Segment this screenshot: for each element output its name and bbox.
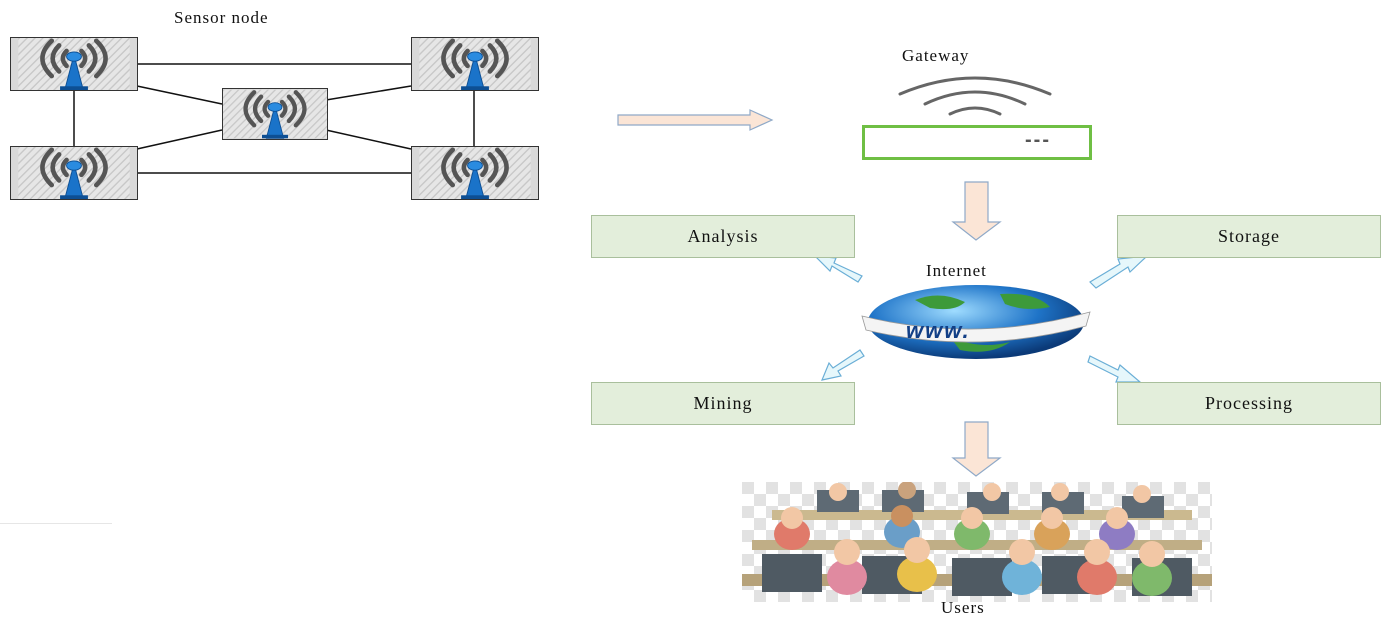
router-icon: --- <box>862 125 1092 160</box>
divider-line <box>0 523 112 524</box>
processing-box: Processing <box>1117 382 1381 425</box>
arrow-to-storage <box>1089 255 1149 289</box>
arrow-gateway-to-internet <box>951 181 1002 241</box>
globe-icon: www. <box>861 285 1091 359</box>
mining-box: Mining <box>591 382 855 425</box>
sensor-node-top-right <box>411 37 539 91</box>
arrow-to-mining <box>821 349 865 381</box>
sensor-node-top-left <box>10 37 138 91</box>
users-at-computers-illustration <box>742 482 1212 602</box>
sensor-node-bottom-right <box>411 146 539 200</box>
internet-label: Internet <box>926 261 987 280</box>
sensor-node-center <box>222 88 328 140</box>
sensor-node-title: Sensor node <box>174 8 269 27</box>
storage-box: Storage <box>1117 215 1381 258</box>
gateway-display: --- <box>1025 129 1051 151</box>
wifi-signal-icon <box>898 76 1052 116</box>
arrow-to-analysis <box>813 255 863 283</box>
arrow-internet-to-users <box>951 421 1002 477</box>
users-label: Users <box>941 598 985 617</box>
arrow-to-processing <box>1087 355 1142 383</box>
analysis-box: Analysis <box>591 215 855 258</box>
sensor-links <box>73 63 475 174</box>
sensor-node-bottom-left <box>10 146 138 200</box>
gateway-label: Gateway <box>902 46 970 65</box>
arrow-sensors-to-gateway <box>617 109 774 131</box>
globe-text: www. <box>906 318 971 343</box>
